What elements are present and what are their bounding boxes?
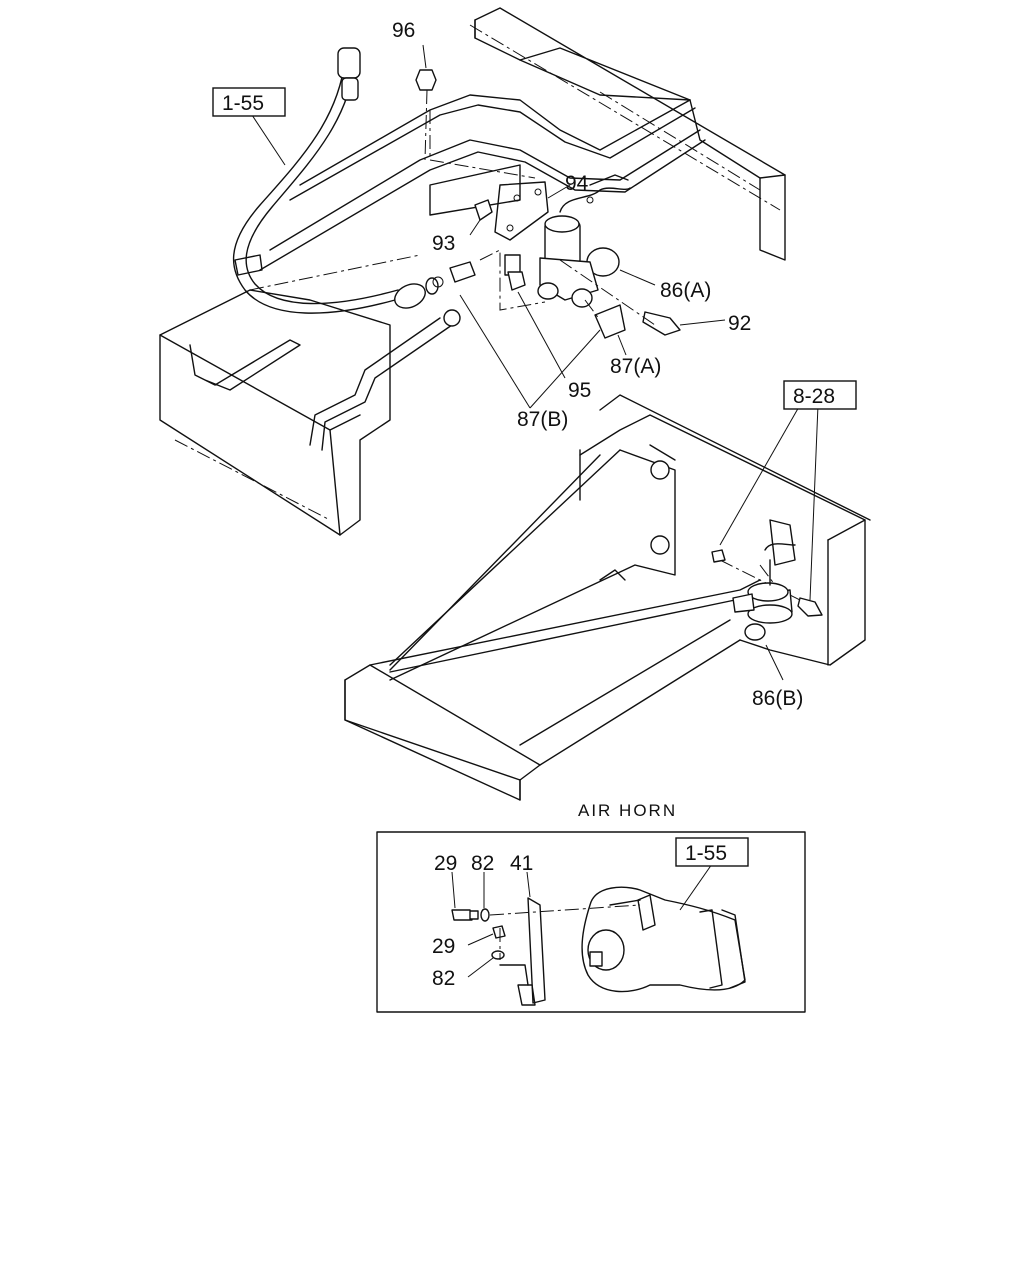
ref-label-8-28: 8-28 (793, 385, 835, 408)
upper-frame-rail-assembly (159, 7, 786, 536)
washer-82-bottom (491, 950, 505, 960)
washer-82-top (480, 908, 490, 922)
pipe-nut (443, 309, 461, 327)
hose-end-coupling (337, 47, 361, 79)
ref-box-1-55-inset (675, 837, 749, 867)
ref-box-8-28 (783, 380, 857, 410)
part-label-82-bottom: 82 (432, 967, 455, 990)
bolt-8-28 (797, 597, 823, 617)
bracket-bolt-lower (650, 535, 670, 555)
bolt-92 (642, 311, 681, 336)
horn-terminal (589, 951, 603, 967)
ref-label-1-55-inset: 1-55 (685, 842, 727, 865)
part-label-96: 96 (392, 19, 415, 42)
nut-29-mid (492, 925, 506, 939)
part-label-82-top: 82 (471, 852, 494, 875)
part-label-94: 94 (565, 172, 589, 195)
upper-leader-lines (251, 44, 726, 409)
part-label-29-mid: 29 (432, 935, 455, 958)
ref-box-1-55-top (212, 87, 286, 117)
ref-label-1-55-top: 1-55 (222, 92, 264, 115)
bolt-29-top (451, 909, 473, 921)
part-label-95: 95 (568, 379, 591, 402)
part-label-87b: 87(B) (517, 408, 568, 431)
part-label-93: 93 (432, 232, 455, 255)
inset-frame (376, 831, 806, 1013)
inset-title: AIR HORN (578, 801, 677, 820)
mounting-bracket-94 (494, 181, 549, 241)
part-label-86b: 86(B) (752, 687, 803, 710)
part-callouts: 1-55 96 94 93 86(A) 92 87(A) 95 87(B) 8-… (212, 19, 857, 990)
hose-fitting (394, 283, 426, 309)
part-label-87a: 87(A) (610, 355, 661, 378)
nut-8-28 (711, 549, 726, 563)
part-label-29-top: 29 (434, 852, 457, 875)
air-horn-body (581, 886, 746, 993)
part-label-86a: 86(A) (660, 279, 711, 302)
part-label-92: 92 (728, 312, 751, 335)
bracket-bolt-upper (650, 460, 670, 480)
bracket-41 (527, 897, 546, 1004)
lower-bracket-assembly (344, 394, 871, 801)
fitting-87a (594, 304, 626, 339)
air-horn-inset (376, 831, 806, 1013)
fitting-87b (449, 261, 476, 283)
nut-96 (415, 69, 437, 91)
nut-93 (474, 199, 493, 221)
air-hose (232, 47, 461, 451)
part-label-41: 41 (510, 852, 533, 875)
solenoid-valve-assembly (415, 69, 681, 339)
